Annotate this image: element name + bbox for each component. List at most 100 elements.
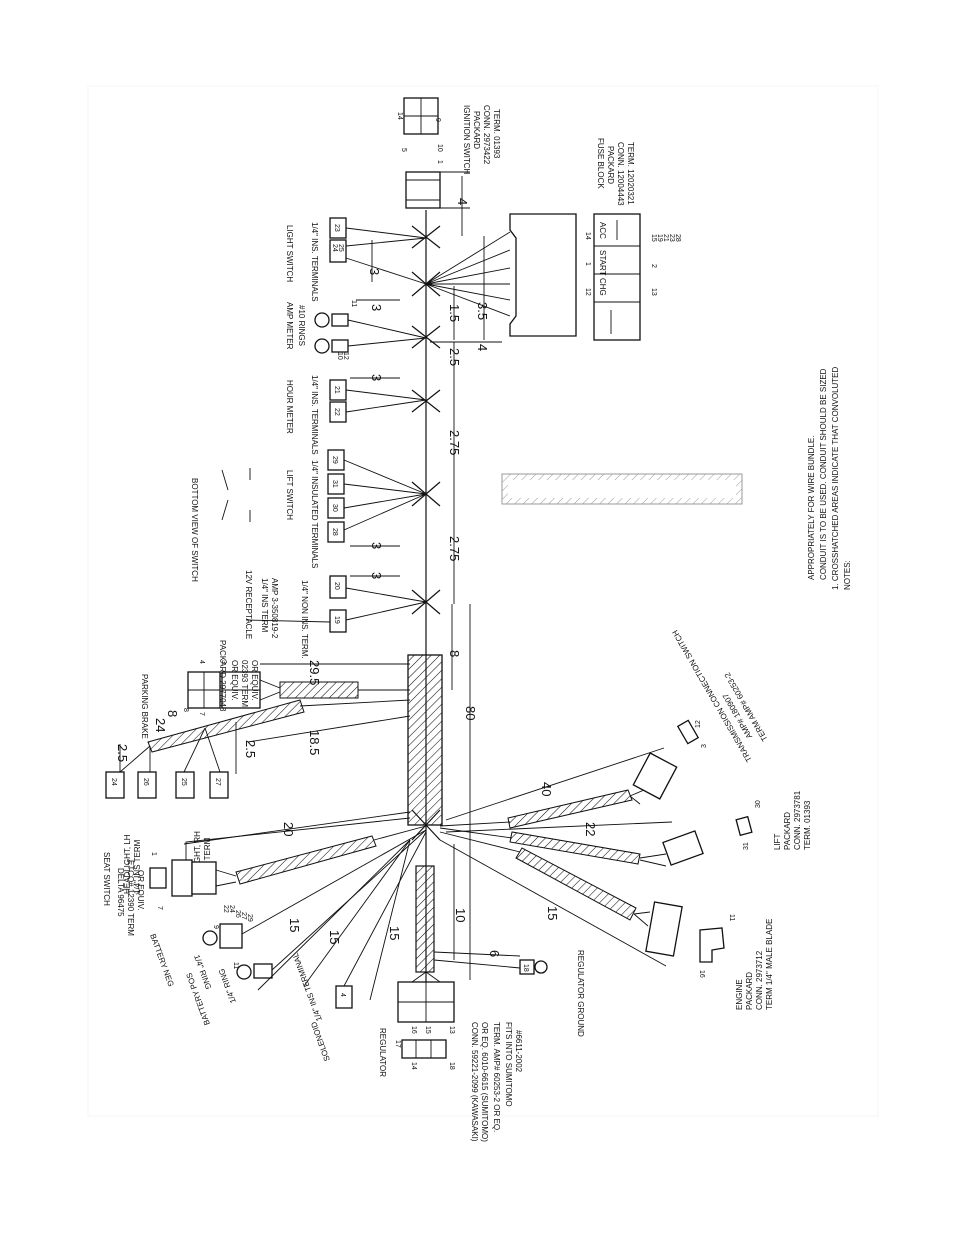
bat-neg-pin-22: 22 <box>222 905 229 913</box>
ignition-switch-title: IGNITION SWITCH <box>462 105 471 175</box>
fuse-pin-14: 14 <box>584 232 591 240</box>
regulator-fits2: #6611-2002 <box>514 1030 523 1073</box>
ign-pin-9: 9 <box>434 118 441 122</box>
notes-line3: APPROPRIATELY FOR WIRE BUNDLE. <box>807 436 816 580</box>
seat-switch: 1 7 SEAT SWITCH DELTA 96475 ETCO# 12390 … <box>102 817 427 936</box>
reg-pin-17: 17 <box>394 1040 401 1048</box>
lift-pin-30: 30 <box>755 800 762 808</box>
hour-meter-title: HOUR METER <box>285 380 294 434</box>
trans-pin-3: 3 <box>701 744 708 748</box>
lift-switch-title: LIFT SWITCH <box>285 470 294 520</box>
fuse-cell-acc: ACC <box>598 222 607 239</box>
parking-brake-sub1: PACKARD 2977048 <box>218 640 227 712</box>
regulator-conduit <box>415 865 435 973</box>
dim-10: 10 <box>453 908 468 922</box>
dimension-lines <box>119 176 673 1001</box>
amp-pin-10: 10 <box>336 352 343 360</box>
bat-neg-pin-26: 26 <box>234 910 241 918</box>
lift-conduit <box>509 831 641 865</box>
12v-receptacle: 20 19 12V RECEPTACLE 1/4" INS TERM AMP 3… <box>244 570 427 659</box>
dim-8b: 8 <box>165 710 180 717</box>
solenoid-pin-4: 4 <box>339 993 346 997</box>
rec-term-20: 20 <box>333 582 340 590</box>
seat-switch-conduit <box>235 835 377 885</box>
lift-sub2: CONN. 2973781 <box>793 790 802 850</box>
regulator-fits1: FITS INTO SUMITOMO <box>504 1022 513 1107</box>
pb-pin-7: 7 <box>198 712 205 716</box>
rec-term-19: 19 <box>333 616 340 624</box>
amp-meter-sub: #10 RINGS <box>297 305 306 346</box>
regulator-ground: 18 REGULATOR GROUND <box>433 950 585 1037</box>
ign-pin-14: 14 <box>396 112 403 120</box>
light-term-25: 25 <box>337 244 344 252</box>
ignition-switch-conn: CONN. 2973422 <box>482 105 491 165</box>
pb-pin-3: 3 <box>220 660 227 664</box>
seat-switch-sub1: DELTA 96475 <box>116 868 125 917</box>
fuse-pin-12: 12 <box>584 288 591 296</box>
hl-term-25: 25 <box>180 778 187 786</box>
amp-meter: 11 10 12 AMP METER #10 RINGS <box>285 300 427 360</box>
pb-pin-8: 8 <box>182 708 189 712</box>
regulator-ground-title: REGULATOR GROUND <box>576 950 585 1037</box>
ignition-switch-maker: PACKARD <box>472 111 481 149</box>
receptacle-sub3: 1/4" NON INS. TERM. <box>300 580 309 659</box>
light-switch-title: LIGHT SWITCH <box>285 225 294 282</box>
reg-pin-13: 13 <box>448 1026 455 1034</box>
light-switch-sub: 1/4" INS. TERMINALS <box>310 222 319 302</box>
solenoid-sub: 1/4" INS TERMINAL <box>291 951 324 1022</box>
fuse-pin-2: 2 <box>650 264 657 268</box>
dim-15c: 15 <box>387 926 402 940</box>
main-conduit <box>407 654 443 826</box>
lift-term-30: 30 <box>331 504 338 512</box>
dim-24: 24 <box>153 718 168 732</box>
receptacle-title: 12V RECEPTACLE <box>244 570 253 639</box>
dim-4b: 4 <box>475 344 490 351</box>
dim-15b: 15 <box>327 930 342 944</box>
bottom-view-label: BOTTOM VIEW OF SWITCH <box>190 478 199 582</box>
light-term-24: 24 <box>331 244 338 252</box>
trans-pin-12: 12 <box>695 720 702 728</box>
dim-15d: 15 <box>545 906 560 920</box>
lift-switch: 29 31 30 28 LIFT SWITCH 1/4" INSULATED T… <box>190 449 427 582</box>
amp-meter-title: AMP METER <box>285 302 294 350</box>
bat-neg-pin-29: 29 <box>246 914 253 922</box>
lift-title: LIFT <box>773 833 782 850</box>
lift-term-31: 31 <box>331 480 338 488</box>
regulator: 17 16 15 13 14 18 REGULATOR CONN. 59221-… <box>378 971 523 1142</box>
ignition-switch: 5 14 10 9 1 IGNITION SWITCH PACKARD CONN… <box>396 97 501 209</box>
regulator-term: TERM. AMP# 60253-2 OR EQ. <box>492 1022 501 1132</box>
seat-pin-7: 7 <box>156 906 163 910</box>
reg-pin-14: 14 <box>410 1062 417 1070</box>
fuse-pin-19: 19 <box>656 234 663 242</box>
dim-8: 8 <box>447 650 462 657</box>
engine-title: ENGINE <box>735 979 744 1010</box>
fuse-block-term: TERM. 12020321 <box>626 142 635 205</box>
parking-brake-sub2: OR EQUIV. <box>230 660 239 701</box>
bat-pos-pin-11: 11 <box>232 962 239 969</box>
dim-3-light: 3 <box>367 268 382 275</box>
solenoid: 4 SOLENOID 1/4" INS TERMINAL <box>291 831 427 1062</box>
seat-pin-1: 1 <box>150 852 157 856</box>
fuse-cell-chg: CHG <box>598 278 607 296</box>
parking-brake-sub3: 02393 TERM <box>240 660 249 707</box>
pb-pin-4: 4 <box>198 660 205 664</box>
fuse-block-conn: CONN. 12004443 <box>616 142 625 206</box>
dim-4: 4 <box>455 198 470 205</box>
notes: NOTES: 1. CROSSHATCHED AREAS INDICATE TH… <box>807 366 852 590</box>
ign-pin-1: 1 <box>436 160 443 164</box>
lift-switch-sub: 1/4" INSULATED TERMINALS <box>310 460 319 568</box>
dim-1-5: 1.5 <box>447 304 462 322</box>
lift-pin-31: 31 <box>743 842 750 850</box>
battery-pos-sub: 1/4" RING <box>217 967 238 1004</box>
engine: 11 16 ENGINE PACKARD CONN. 2973712 TERM … <box>439 831 774 1010</box>
fuse-pin-28: 28 <box>674 234 681 242</box>
fuse-pin-23: 23 <box>668 234 675 242</box>
dim-18-5: 18.5 <box>307 730 322 755</box>
engine-pin-11: 11 <box>728 914 735 921</box>
dim-3-rec: 3 <box>369 572 384 579</box>
hour-meter: 21 22 HOUR METER 1/4" INS. TERMINALS <box>285 375 427 455</box>
reg-pin-15: 15 <box>424 1026 431 1034</box>
lift-term-29: 29 <box>331 456 338 464</box>
amp-pin-11: 11 <box>350 300 357 307</box>
